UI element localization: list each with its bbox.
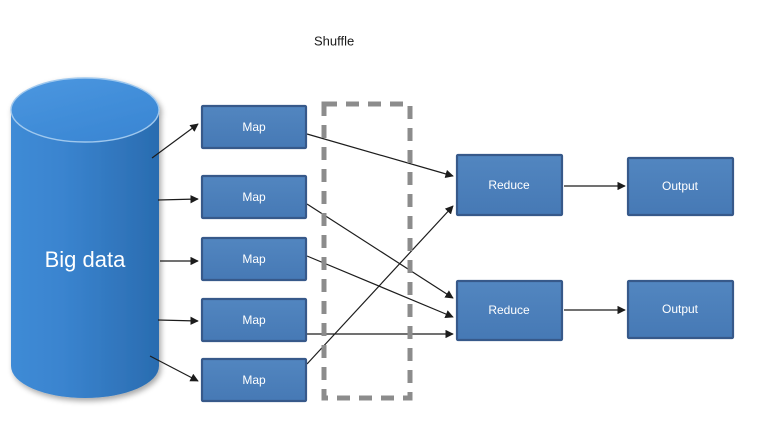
shuffle-region-frame <box>321 101 413 401</box>
map-box-3 <box>200 236 308 282</box>
edge-source-to-map-2 <box>157 194 199 204</box>
edge-source-to-map-5 <box>149 355 199 382</box>
reduce-box-2 <box>455 279 564 342</box>
edge-source-to-map-4 <box>157 316 199 326</box>
reduce-to-output-edges <box>564 181 626 315</box>
output-node-1[interactable]: Output <box>626 156 735 217</box>
edge-source-to-map-1 <box>151 123 199 159</box>
output-label-1: Output <box>662 179 699 193</box>
map-node-5[interactable]: Map <box>200 357 308 403</box>
map-box-1 <box>200 104 308 150</box>
shuffle-title-label: Shuffle <box>314 33 354 48</box>
edge-map-2-to-reduce-2 <box>306 203 454 299</box>
reduce-label-1: Reduce <box>488 178 530 192</box>
edge-map-5-to-reduce-1 <box>306 205 454 365</box>
reduce-box-1 <box>455 153 564 217</box>
map-label-5: Map <box>242 373 266 387</box>
map-to-reduce-edges <box>306 133 454 365</box>
reduce-node-2[interactable]: Reduce <box>455 279 564 342</box>
output-box-2 <box>626 279 735 340</box>
map-node-1[interactable]: Map <box>200 104 308 150</box>
map-label-4: Map <box>242 313 266 327</box>
map-box-5 <box>200 357 308 403</box>
output-node-2[interactable]: Output <box>626 279 735 340</box>
map-box-4 <box>200 297 308 343</box>
output-label-2: Output <box>662 302 699 316</box>
map-node-2[interactable]: Map <box>200 174 308 220</box>
map-node-3[interactable]: Map <box>200 236 308 282</box>
source-to-map-edges <box>149 123 199 382</box>
big-data-cylinder[interactable] <box>10 77 160 398</box>
reduce-label-2: Reduce <box>488 303 530 317</box>
map-label-2: Map <box>242 190 266 204</box>
cylinder-top-ellipse <box>10 77 160 143</box>
map-label-1: Map <box>242 120 266 134</box>
edge-map-1-to-reduce-1 <box>306 133 454 178</box>
map-node-4[interactable]: Map <box>200 297 308 343</box>
cylinder-body <box>11 78 159 398</box>
output-box-1 <box>626 156 735 217</box>
edge-map-3-to-reduce-2 <box>306 255 454 318</box>
big-data-label: Big data <box>45 247 126 272</box>
map-label-3: Map <box>242 252 266 266</box>
map-box-2 <box>200 174 308 220</box>
reduce-node-1[interactable]: Reduce <box>455 153 564 217</box>
